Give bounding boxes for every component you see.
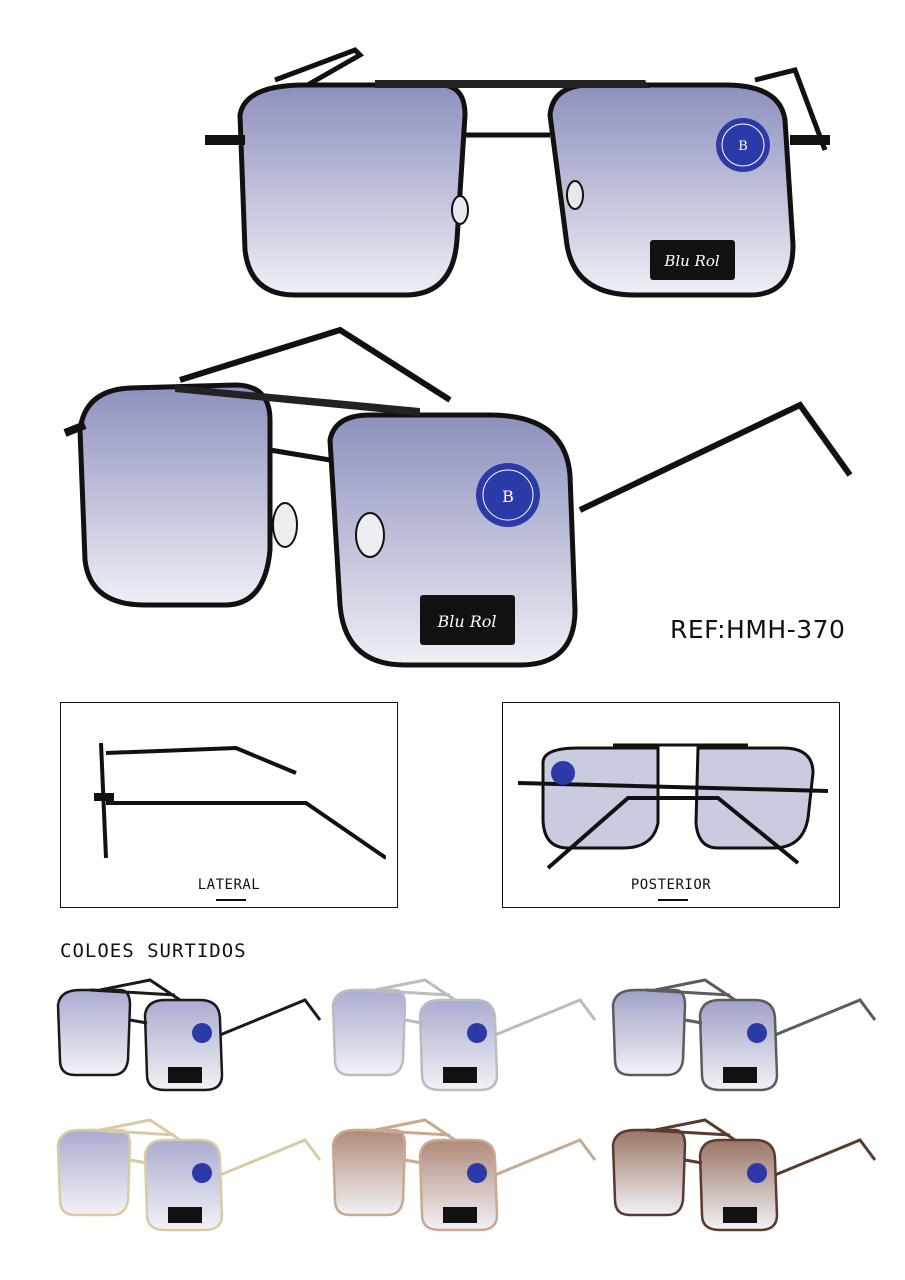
- svg-text:Blu Rol: Blu Rol: [663, 252, 720, 270]
- left-lens: [77, 382, 273, 608]
- lateral-view-panel: LATERAL: [60, 702, 398, 908]
- reference-code: REF:HMH-370: [670, 615, 846, 644]
- color-variant-5: [331, 1118, 597, 1232]
- color-variant-6: [611, 1118, 877, 1232]
- lateral-label: LATERAL: [197, 877, 261, 893]
- left-lens: [237, 82, 468, 298]
- posterior-view-panel: POSTERIOR: [502, 702, 840, 908]
- color-variant-1: [56, 978, 322, 1092]
- color-variant-3: [611, 978, 877, 1092]
- color-variant-2: [331, 978, 597, 1092]
- posterior-view-glasses: [518, 743, 828, 870]
- lateral-view-glasses: [94, 742, 386, 860]
- colors-title: COLOES SURTIDOS: [60, 940, 247, 962]
- angled-view-glasses: B Blu Rol: [63, 326, 853, 668]
- posterior-label: POSTERIOR: [630, 877, 712, 893]
- svg-text:Blu Rol: Blu Rol: [436, 612, 496, 631]
- svg-text:B: B: [502, 487, 514, 506]
- front-view-glasses: B Blu Rol: [205, 47, 830, 298]
- color-variant-4: [56, 1118, 322, 1232]
- svg-text:B: B: [738, 139, 748, 154]
